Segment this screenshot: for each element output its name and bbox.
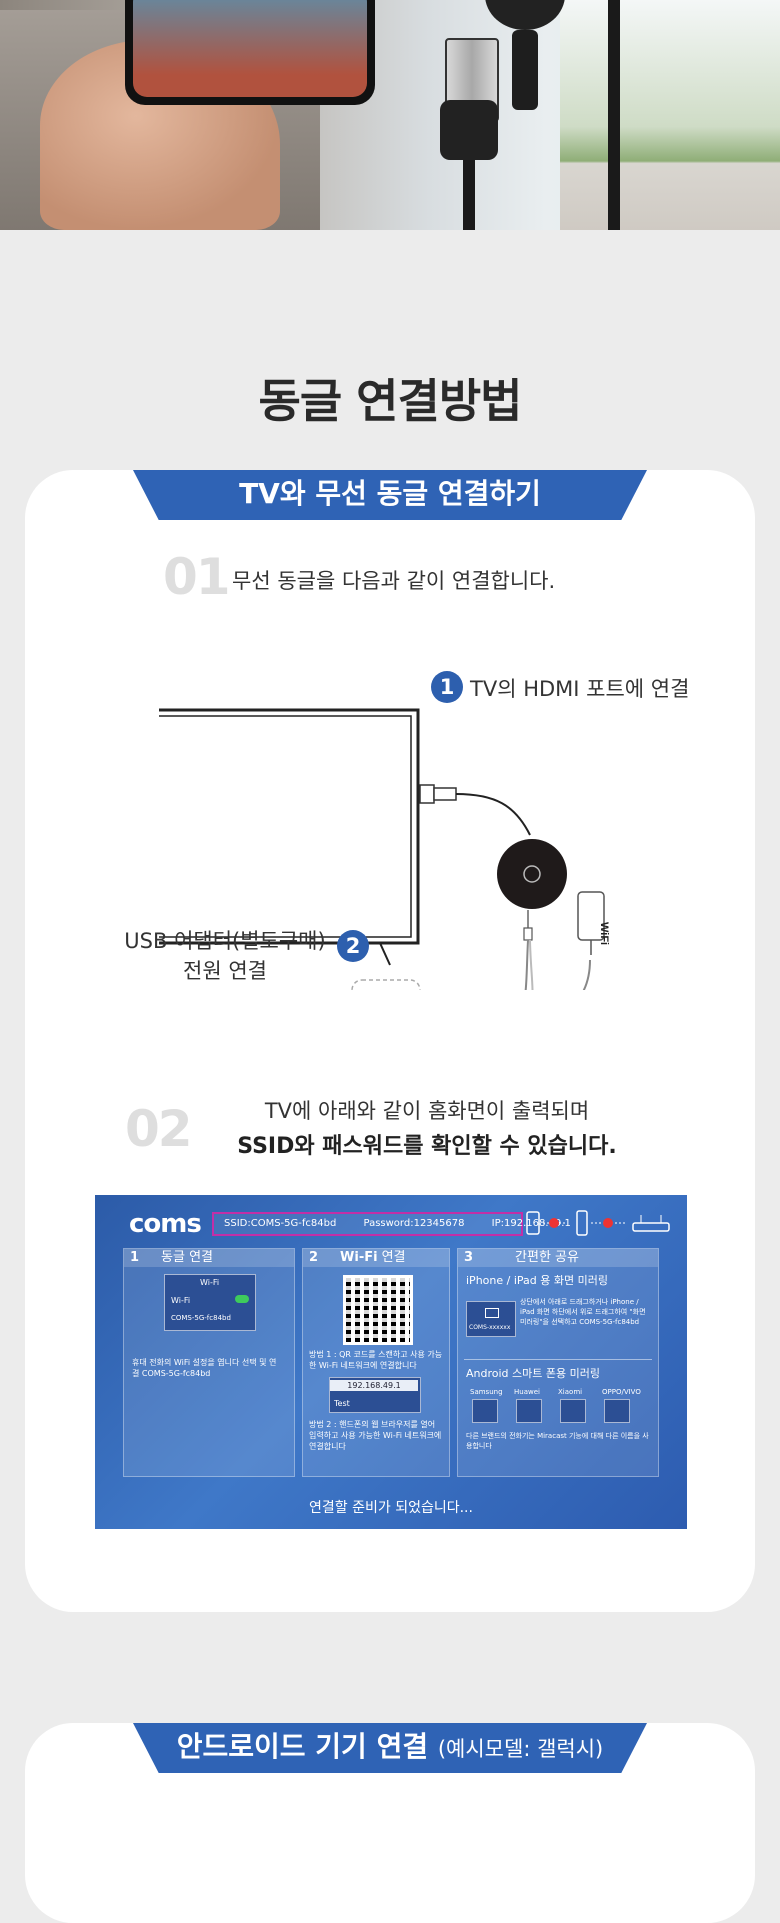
coms-logo: coms bbox=[129, 1209, 202, 1239]
dongle-connector-image bbox=[512, 30, 538, 110]
cable-image bbox=[608, 0, 620, 230]
panel-number: 2 bbox=[309, 1250, 319, 1265]
step-number: 01 bbox=[163, 548, 231, 606]
test-network-label: Test bbox=[334, 1399, 350, 1408]
tv-outline bbox=[159, 708, 420, 966]
card-tab-sublabel: (예시모델: 갤럭시) bbox=[437, 1737, 604, 1761]
xiaomi-mirror-icon bbox=[560, 1399, 586, 1423]
hdmi-label: TV의 HDMI 포트에 연결 bbox=[470, 677, 690, 701]
android-mirroring-desc: 다른 브랜드의 전화기는 Miracast 기능에 대해 다른 이름을 사용합니… bbox=[466, 1432, 649, 1450]
wifi-row-label: Wi-Fi bbox=[171, 1296, 191, 1305]
wifi-label: WiFi bbox=[598, 922, 610, 945]
panel-title: 연결 bbox=[381, 1250, 406, 1265]
mirroring-device-label: COMS-xxxxxx bbox=[469, 1324, 511, 1331]
iphone-mirroring-title: iPhone / iPad 용 화면 미러링 bbox=[466, 1274, 608, 1287]
step-number: 02 bbox=[125, 1100, 193, 1158]
connection-flow-icon bbox=[526, 1210, 670, 1236]
huawei-mirror-icon bbox=[516, 1399, 542, 1423]
samsung-mirror-icon bbox=[472, 1399, 498, 1423]
step-text: 무선 동글을 다음과 같이 연결합니다. bbox=[232, 569, 556, 593]
method1-text: 방법 1 : QR 코드를 스캔하고 사용 가능한 Wi-Fi 네트워크에 연결… bbox=[309, 1350, 443, 1370]
connection-diagram: WiFi bbox=[159, 708, 610, 990]
android-connection-card: 안드로이드 기기 연결 (예시모델: 갤럭시) bbox=[25, 1723, 755, 1923]
usb-plug-body-image bbox=[440, 100, 498, 160]
usb-cable-image bbox=[463, 160, 475, 230]
method2-text: 방법 2 : 핸드폰의 웹 브라우저를 열어 입력하고 사용 가능한 Wi-Fi… bbox=[309, 1420, 442, 1451]
dongle-icon bbox=[497, 839, 567, 909]
ssid-text: SSID:COMS-5G-fc84bd bbox=[224, 1218, 337, 1229]
iphone-mirroring-mock: COMS-xxxxxx bbox=[466, 1301, 516, 1337]
card-tab-title: TV와 무선 동글 연결하기 bbox=[133, 470, 647, 520]
ssid-info-bar: SSID:COMS-5G-fc84bd Password:12345678 IP… bbox=[212, 1212, 571, 1236]
window-image bbox=[560, 0, 780, 230]
ready-status-text: 연결할 준비가 되었습니다... bbox=[309, 1500, 473, 1516]
usb-adapter-label-line2: 전원 연결 bbox=[183, 959, 267, 983]
phone-screen-image bbox=[133, 0, 367, 97]
qr-code-icon bbox=[343, 1275, 413, 1345]
screen-mirror-icon bbox=[485, 1308, 499, 1318]
panel-title: 간편한 공유 bbox=[515, 1250, 579, 1265]
divider bbox=[464, 1359, 652, 1360]
brand-labels: Samsung Huawei Xiaomi OPPO/VIVO bbox=[470, 1387, 650, 1398]
android-mirroring-title: Android 스마트 폰용 미러링 bbox=[466, 1367, 600, 1380]
card-tab-label: 안드로이드 기기 연결 bbox=[176, 1730, 429, 1763]
network-name: COMS-5G-fc84bd bbox=[171, 1314, 231, 1322]
panel-title: 동글 연결 bbox=[161, 1250, 214, 1265]
brand-huawei: Huawei bbox=[514, 1388, 540, 1396]
step-badge-1: 1 bbox=[431, 671, 463, 703]
panel-header: 1 동글 연결 bbox=[124, 1249, 294, 1267]
wifi-settings-title: Wi-Fi bbox=[200, 1278, 220, 1287]
hero-photo bbox=[0, 0, 780, 230]
section-title: 동글 연결방법 bbox=[258, 374, 523, 428]
panel-easy-share: 3 간편한 공유 iPhone / iPad 용 화면 미러링 COMS-xxxx… bbox=[457, 1248, 659, 1477]
panel-number: 1 bbox=[130, 1250, 140, 1265]
ip-box-text: 192.168.49.1 bbox=[330, 1380, 418, 1391]
brand-xiaomi: Xiaomi bbox=[558, 1388, 583, 1396]
panel1-description: 휴대 전화의 WiFi 설정을 엽니다 선택 및 연결 COMS-5G-fc84… bbox=[132, 1358, 277, 1378]
step-badge-2: 2 bbox=[337, 930, 369, 962]
usb-adapter-label-line1: USB 어댑터(별도구매) bbox=[124, 929, 326, 953]
wifi-toggle-icon bbox=[235, 1295, 249, 1303]
tv-home-screen: coms SSID:COMS-5G-fc84bd Password:123456… bbox=[95, 1195, 687, 1529]
brand-samsung: Samsung bbox=[470, 1388, 503, 1396]
browser-mock: 192.168.49.1 Test bbox=[329, 1377, 421, 1413]
power-adapter-icon bbox=[351, 979, 421, 990]
panel-number: 3 bbox=[464, 1250, 474, 1265]
brand-oppo-vivo: OPPO/VIVO bbox=[602, 1388, 641, 1396]
panel-header: 3 간편한 공유 bbox=[458, 1249, 658, 1267]
password-text: Password:12345678 bbox=[363, 1218, 465, 1229]
card-tab-title: 안드로이드 기기 연결 (예시모델: 갤럭시) bbox=[133, 1723, 647, 1773]
panel-title-bold: Wi-Fi bbox=[340, 1250, 378, 1265]
usb-adapter-label: USB 어댑터(별도구매) 전원 연결 bbox=[120, 925, 330, 985]
ip-text: IP:192.168.49.1 bbox=[491, 1218, 571, 1229]
step2-line1: TV에 아래와 같이 홈화면이 출력되며 bbox=[264, 1099, 590, 1123]
wifi-antenna-icon: WiFi bbox=[577, 891, 610, 955]
step2-line2: SSID와 패스워드를 확인할 수 있습니다. bbox=[237, 1134, 617, 1159]
panel-dongle-connect: 1 동글 연결 Wi-Fi Wi-Fi COMS-5G-fc84bd 휴대 전화의… bbox=[123, 1248, 295, 1477]
hdmi-connector-icon bbox=[419, 784, 457, 804]
iphone-mirroring-desc: 상단에서 아래로 드래그하거나 iPhone / iPad 화면 하단에서 위로… bbox=[520, 1298, 646, 1326]
dongle-image bbox=[485, 0, 565, 30]
smartphone-image bbox=[125, 0, 375, 105]
oppo-vivo-mirror-icon bbox=[604, 1399, 630, 1423]
wifi-settings-mock: Wi-Fi Wi-Fi COMS-5G-fc84bd bbox=[164, 1274, 256, 1331]
card-tab-label: TV와 무선 동글 연결하기 bbox=[239, 477, 541, 510]
